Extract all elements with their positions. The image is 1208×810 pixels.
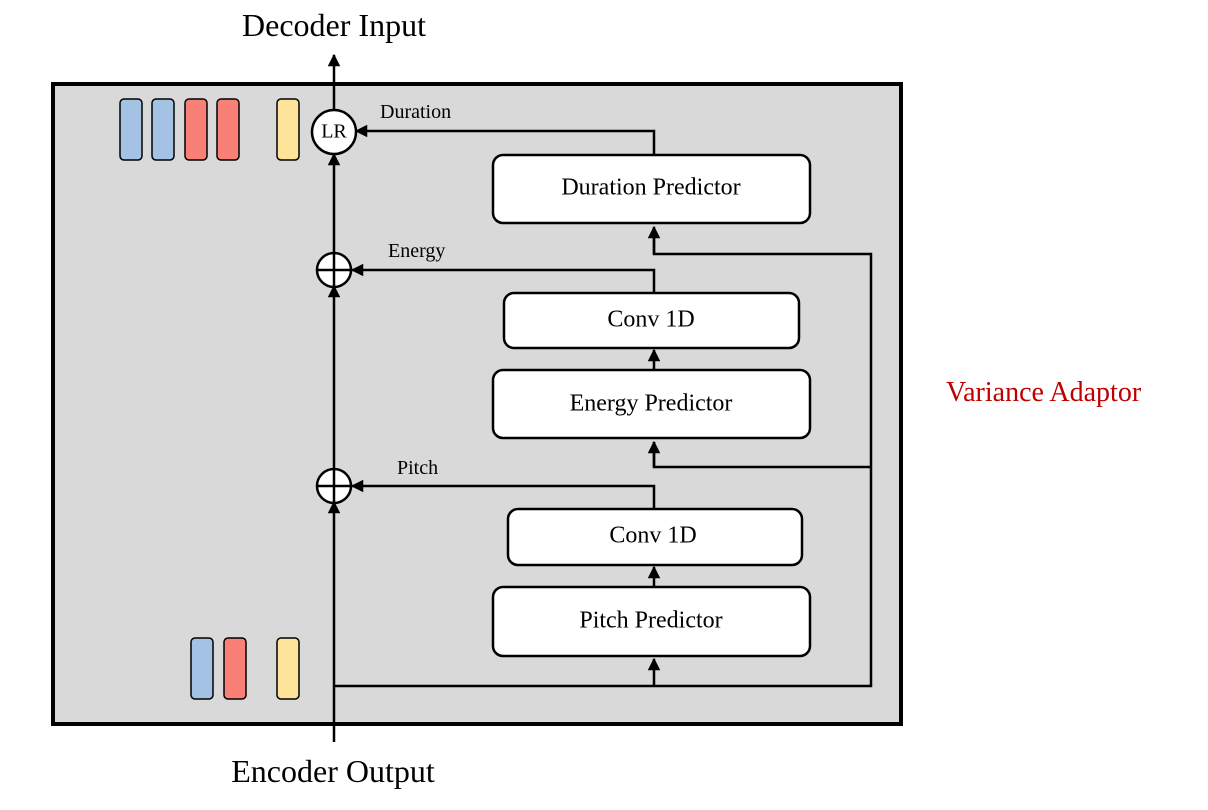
top-token-sequence [119,98,300,161]
energy-output-line [350,263,656,293]
energy-add-node [315,251,353,289]
pitch-conv-label: Conv 1D [609,523,696,549]
token-top-5 [276,98,300,161]
pitch-predictor-box: Pitch Predictor [491,585,812,658]
length-regulator-node: LR [310,108,358,156]
encoder-output-label: Encoder Output [231,753,435,789]
lr-label: LR [321,121,347,143]
bottom-token-sequence [190,637,300,700]
energy-edge-label: Energy [388,240,445,262]
token-bottom-2 [223,637,247,700]
token-bottom-3 [276,637,300,700]
duration-edge-label: Duration [380,101,451,123]
energy-conv-label: Conv 1D [607,307,694,333]
token-bottom-1 [190,637,214,700]
token-top-2 [151,98,175,161]
pitch-output-line [350,479,656,509]
variance-adaptor-label: Variance Adaptor [946,377,1142,408]
token-top-3 [184,98,208,161]
pitch-edge-label: Pitch [397,457,438,479]
duration-predictor-label: Duration Predictor [561,175,740,201]
decoder-input-label: Decoder Input [242,7,426,43]
energy-conv-box: Conv 1D [502,291,801,350]
token-top-4 [216,98,240,161]
energy-predictor-label: Energy Predictor [570,391,733,417]
energy-predictor-box: Energy Predictor [491,368,812,440]
pitch-add-node [315,467,353,505]
pitch-predictor-label: Pitch Predictor [579,608,722,634]
duration-predictor-box: Duration Predictor [491,153,812,225]
duration-output-line [354,124,656,155]
pitch-conv-box: Conv 1D [506,507,804,567]
token-top-1 [119,98,143,161]
